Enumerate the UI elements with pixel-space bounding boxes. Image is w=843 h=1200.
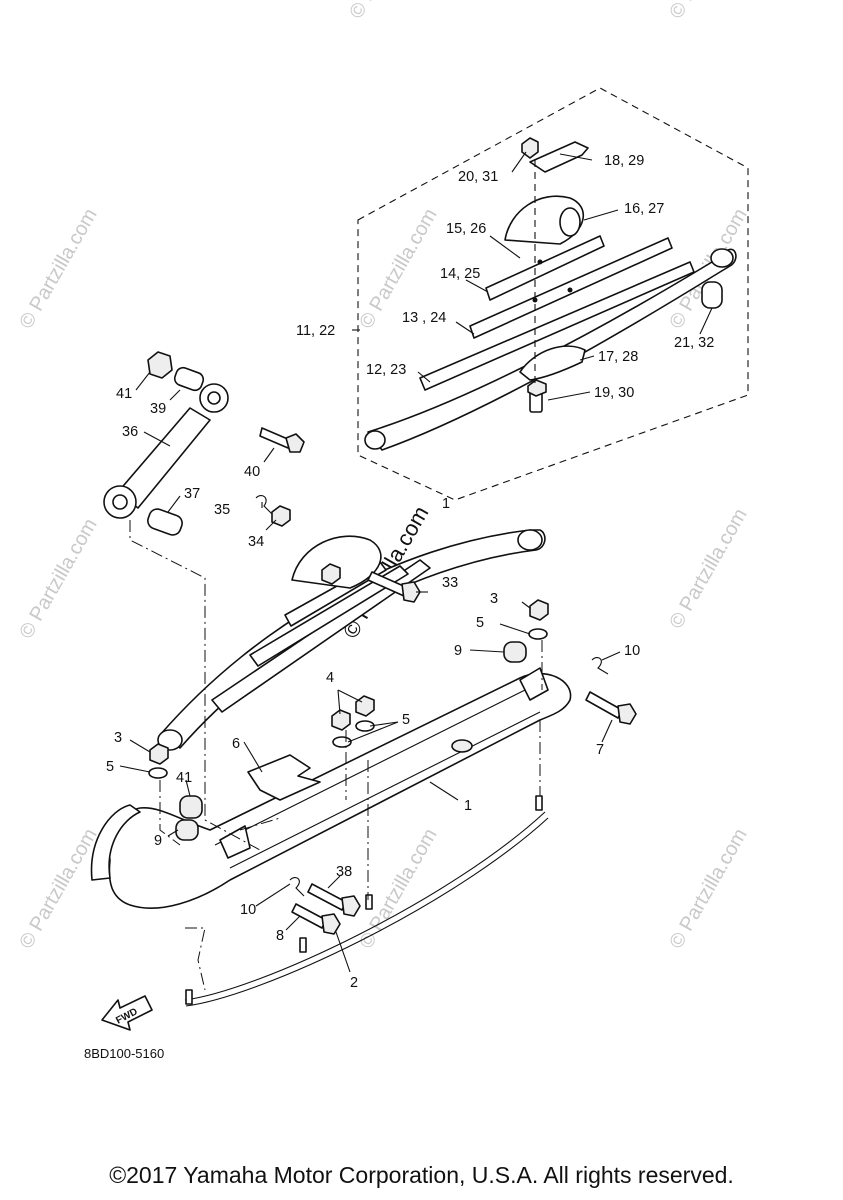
bushing-41: [179, 795, 203, 819]
callout-2: 2: [350, 975, 358, 991]
callout-41-top: 41: [116, 386, 132, 402]
nut-4a: [355, 695, 375, 717]
washer-5-left: [148, 767, 168, 779]
nut-20: [521, 137, 539, 159]
leader-lines: [119, 151, 713, 973]
callout-10-left: 10: [240, 902, 256, 918]
callout-21-32: 21, 32: [674, 335, 714, 351]
callout-5-mid: 5: [402, 712, 410, 728]
bushing-9-right: [503, 641, 527, 663]
bolt-8: [291, 903, 327, 929]
watermark: © Partzilla.com: [665, 825, 751, 953]
forward-arrow: FWD: [101, 995, 153, 1031]
assembly-lines: [129, 520, 543, 991]
castle-nut-34: [271, 505, 291, 527]
bracket-hole: [559, 207, 581, 237]
assembled-leaf-3: [249, 565, 409, 667]
ski-tip: [90, 804, 141, 881]
callout-13-24: 13 , 24: [402, 310, 446, 326]
diagram-code: 8BD100-5160: [84, 1046, 165, 1061]
callout-20-31: 20, 31: [458, 169, 498, 185]
callout-37: 37: [184, 486, 200, 502]
callout-34: 34: [248, 534, 264, 550]
wear-bar-runner: [184, 811, 546, 1001]
callout-7: 7: [596, 742, 604, 758]
assembled-bracket: [291, 535, 382, 589]
callout-5-left: 5: [106, 759, 114, 775]
main-leaf-spring: [367, 248, 737, 451]
callout-39: 39: [150, 401, 166, 417]
callout-3-left: 3: [114, 730, 122, 746]
leaf-13: [419, 261, 695, 391]
nut-3-left: [149, 743, 169, 765]
callouts: 18, 29 20, 31 16, 27 15, 26 14, 25 13 , …: [106, 153, 714, 991]
nut-3-right: [529, 599, 549, 621]
watermark: © Partzilla.com: [665, 505, 751, 633]
callout-1-ski: 1: [464, 798, 472, 814]
saddle-front: [219, 825, 251, 859]
callout-17-28: 17, 28: [598, 349, 638, 365]
bolt-7: [585, 691, 623, 719]
nut-4b: [331, 709, 351, 731]
callout-40: 40: [244, 464, 260, 480]
callout-33: 33: [442, 575, 458, 591]
bushing-9-left: [175, 819, 199, 841]
leaf-15: [485, 235, 605, 301]
bolt-38: [307, 883, 347, 911]
bolt-40: [259, 427, 291, 449]
callout-35: 35: [214, 502, 230, 518]
spring-eye-rear: [364, 430, 386, 450]
nut-41-top: [147, 351, 173, 379]
callout-11-22: 11, 22: [296, 323, 335, 339]
spring-eye-front: [710, 248, 734, 268]
callout-18-29: 18, 29: [604, 153, 644, 169]
callout-16-27: 16, 27: [624, 201, 664, 217]
saddle-rear: [519, 667, 549, 701]
callout-12-23: 12, 23: [366, 362, 406, 378]
leaf-spring-exploded: [364, 137, 737, 451]
callout-6: 6: [232, 736, 240, 752]
callout-14-25: 14, 25: [440, 266, 480, 282]
bracket-6: [247, 754, 321, 801]
cotter-pin-10-left: [289, 877, 305, 897]
callout-1-spring: 1: [442, 496, 450, 512]
watermark: © Partzilla.com: [665, 0, 751, 23]
bushing-21: [701, 281, 723, 309]
leaf-spring-assembled: [157, 529, 546, 751]
callout-5-right: 5: [476, 615, 484, 631]
clamp-plate: [529, 141, 589, 173]
collar-37: [147, 508, 183, 536]
callout-3-right: 3: [490, 591, 498, 607]
callout-9-left: 9: [154, 833, 162, 849]
cotter-pin-35: [255, 495, 273, 515]
callout-10-right: 10: [624, 643, 640, 659]
callout-41-ski: 41: [176, 770, 192, 786]
shock-absorber: [103, 351, 305, 536]
callout-15-26: 15, 26: [446, 221, 486, 237]
copyright-notice: ©2017 Yamaha Motor Corporation, U.S.A. A…: [109, 1162, 734, 1188]
callout-38: 38: [336, 864, 352, 880]
cotter-pin-10-right: [591, 657, 609, 675]
washer-5-right: [528, 628, 548, 640]
watermark: © Partzilla.com: [15, 825, 101, 953]
callout-19-30: 19, 30: [594, 385, 634, 401]
watermark: © Partzilla.com: [15, 515, 101, 643]
watermark: © Partzilla.com: [15, 205, 101, 333]
callout-36: 36: [122, 424, 138, 440]
callout-4: 4: [326, 670, 334, 686]
watermark: © Partzilla.com: [345, 0, 431, 23]
callout-8: 8: [276, 928, 284, 944]
ski: [90, 599, 637, 1007]
callout-9-right: 9: [454, 643, 462, 659]
collar-39: [173, 366, 205, 392]
spring-bracket-lower: [519, 345, 586, 381]
